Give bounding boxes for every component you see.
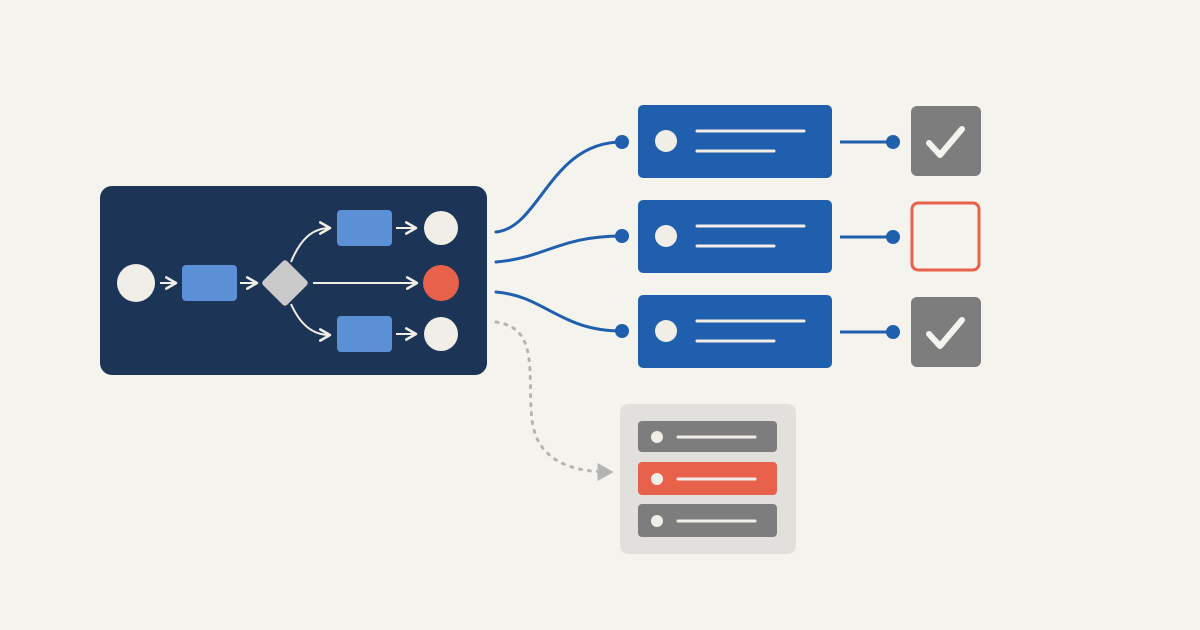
check-mark bbox=[926, 317, 965, 349]
lower-step-box bbox=[337, 316, 392, 352]
card-3-background bbox=[638, 295, 832, 368]
card-1-background bbox=[638, 105, 832, 178]
connector-card-3 bbox=[494, 290, 624, 333]
card-3-connector-dot bbox=[615, 324, 629, 338]
card-3-avatar bbox=[655, 320, 677, 342]
queue-row-3-dot bbox=[651, 515, 663, 527]
card-2-avatar bbox=[655, 225, 677, 247]
queue-row-2-dot bbox=[651, 473, 663, 485]
upper-end-node bbox=[424, 211, 458, 245]
task-card-3 bbox=[615, 295, 981, 368]
card-2-status-dot bbox=[886, 230, 900, 244]
queue-panel bbox=[620, 404, 796, 554]
task-card-1 bbox=[615, 105, 981, 178]
check-icon bbox=[911, 106, 981, 176]
start-node bbox=[117, 264, 155, 302]
step-box bbox=[182, 265, 237, 301]
card-3-status-dot bbox=[886, 325, 900, 339]
card-connectors bbox=[494, 140, 624, 333]
workflow-panel bbox=[100, 186, 487, 375]
upper-step-box bbox=[337, 210, 392, 246]
card-1-avatar bbox=[655, 130, 677, 152]
lower-end-node bbox=[424, 317, 458, 351]
check-mark bbox=[926, 126, 965, 158]
card-1-status-dot bbox=[886, 135, 900, 149]
card-2-background bbox=[638, 200, 832, 273]
decision-diamond bbox=[262, 260, 308, 306]
arrow-decision-lower bbox=[290, 303, 332, 342]
connector-card-1 bbox=[494, 140, 624, 234]
arrow-decision-upper bbox=[290, 221, 332, 263]
connector-card-2 bbox=[494, 234, 624, 264]
dotted-connector-to-queue bbox=[494, 320, 614, 481]
middle-end-node-red bbox=[423, 265, 459, 301]
card-2-connector-dot bbox=[615, 229, 629, 243]
card-1-connector-dot bbox=[615, 135, 629, 149]
task-card-2 bbox=[615, 200, 981, 273]
empty-box-icon bbox=[910, 201, 981, 272]
queue-row-1-dot bbox=[651, 431, 663, 443]
check-icon bbox=[911, 297, 981, 367]
